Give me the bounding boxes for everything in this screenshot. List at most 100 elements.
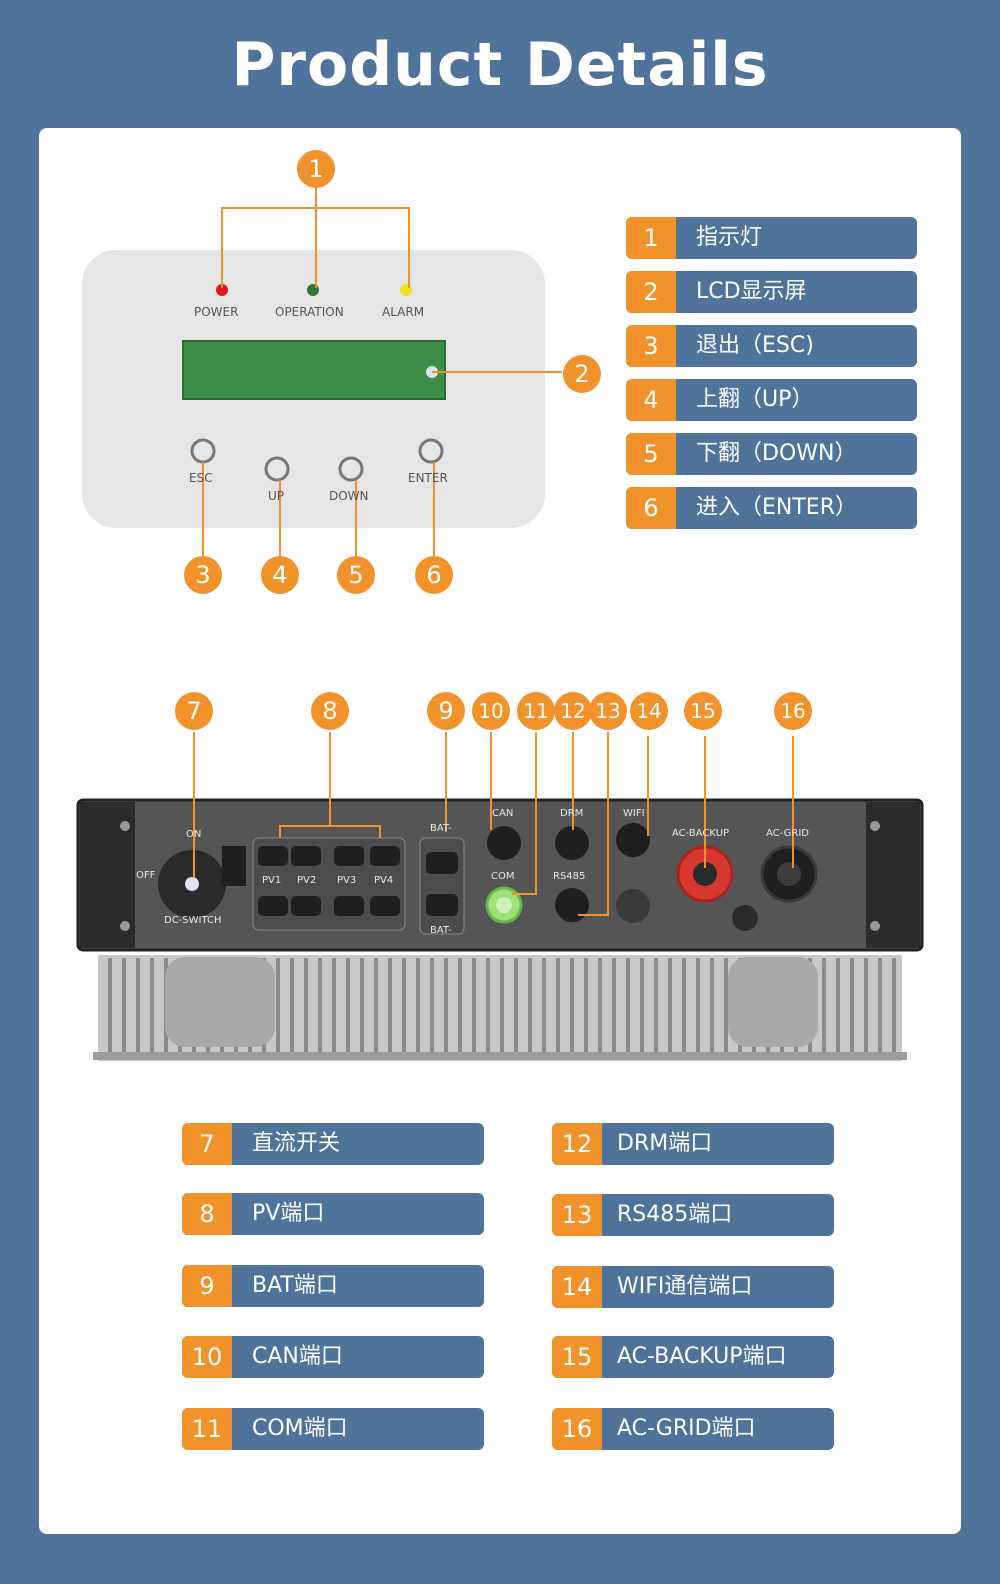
ac-grid-label: AC-GRID <box>766 828 809 839</box>
badge-6: 6 <box>415 556 453 594</box>
up-button[interactable] <box>264 456 290 482</box>
down-button[interactable] <box>338 456 364 482</box>
legend-number: 14 <box>552 1266 602 1308</box>
panel-legend-item: 6 进入（ENTER） <box>626 487 917 529</box>
device-legend-item: 7 直流开关 <box>182 1123 484 1165</box>
legend-number: 7 <box>182 1123 232 1165</box>
legend-label: DRM端口 <box>617 1131 713 1156</box>
badge-7: 7 <box>175 692 213 730</box>
com-label: COM <box>491 871 515 882</box>
legend-label: CAN端口 <box>252 1344 343 1369</box>
rs485-label: RS485 <box>553 871 586 882</box>
legend-label: BAT端口 <box>252 1273 338 1298</box>
up-label: UP <box>268 489 285 503</box>
alarm-led <box>400 284 412 296</box>
panel-legend-item: 1 指示灯 <box>626 217 917 259</box>
power-label: POWER <box>194 305 239 319</box>
device-legend-item: 12 DRM端口 <box>552 1123 834 1165</box>
device-legend-item: 15 AC-BACKUP端口 <box>552 1336 834 1378</box>
badge-5: 5 <box>337 556 375 594</box>
dc-switch-label: DC-SWITCH <box>164 915 222 926</box>
badge-1: 1 <box>297 150 335 188</box>
legend-number: 1 <box>626 217 676 259</box>
device-leader-lines <box>193 732 794 916</box>
legend-label: AC-GRID端口 <box>617 1416 756 1441</box>
legend-label: 指示灯 <box>696 225 763 250</box>
power-led <box>216 284 228 296</box>
vent-plug <box>732 905 758 931</box>
wifi-label: WIFI <box>623 808 645 819</box>
badge-16: 16 <box>774 692 812 730</box>
wifi-port[interactable] <box>616 823 650 857</box>
rs485-port[interactable] <box>555 888 589 922</box>
legend-label: 进入（ENTER） <box>696 495 857 520</box>
badge-14: 14 <box>630 692 668 730</box>
can-port[interactable] <box>487 826 521 860</box>
panel-legend-item: 2 LCD显示屏 <box>626 271 917 313</box>
enter-label: ENTER <box>408 471 448 485</box>
legend-number: 8 <box>182 1193 232 1235</box>
drm-port[interactable] <box>555 826 589 860</box>
badge-2: 2 <box>563 355 601 393</box>
legend-label: AC-BACKUP端口 <box>617 1344 787 1369</box>
can-label: CAN <box>492 808 514 819</box>
badge-3: 3 <box>184 556 222 594</box>
operation-label: OPERATION <box>275 305 344 319</box>
badge-9: 9 <box>427 692 465 730</box>
legend-label: 下翻（DOWN） <box>696 441 857 466</box>
panel-leader-lines <box>202 188 562 556</box>
badge-15: 15 <box>684 692 722 730</box>
legend-label: RS485端口 <box>617 1202 733 1227</box>
drm-label: DRM <box>560 808 584 819</box>
ac-backup-label: AC-BACKUP <box>672 828 730 839</box>
bat-bottom-label: BAT- <box>430 925 452 936</box>
legend-label: 直流开关 <box>252 1131 341 1156</box>
legend-label: PV端口 <box>252 1201 325 1226</box>
on-label: ON <box>186 829 202 840</box>
pv4-label: PV4 <box>374 875 394 886</box>
lcd-screen <box>182 340 446 400</box>
badge-12: 12 <box>554 692 592 730</box>
page-title: Product Details <box>231 30 769 100</box>
pv-connectors <box>258 846 400 916</box>
pv2-label: PV2 <box>297 875 317 886</box>
legend-number: 13 <box>552 1194 602 1236</box>
legend-number: 15 <box>552 1336 602 1378</box>
device-legend-item: 16 AC-GRID端口 <box>552 1408 834 1450</box>
device-legend-item: 14 WIFI通信端口 <box>552 1266 834 1308</box>
device-legend-item: 8 PV端口 <box>182 1193 484 1235</box>
badge-8: 8 <box>311 692 349 730</box>
pv1-label: PV1 <box>262 875 282 886</box>
down-label: DOWN <box>329 489 369 503</box>
legend-number: 4 <box>626 379 676 421</box>
off-label: OFF <box>136 870 156 881</box>
device-legend-item: 13 RS485端口 <box>552 1194 834 1236</box>
legend-label: 退出（ESC) <box>696 333 814 358</box>
badge-10: 10 <box>472 692 510 730</box>
legend-number: 16 <box>552 1408 602 1450</box>
bat-top-label: BAT- <box>430 823 452 834</box>
pv3-label: PV3 <box>337 875 357 886</box>
heatsink <box>93 955 907 1061</box>
legend-label: LCD显示屏 <box>696 279 807 304</box>
legend-number: 12 <box>552 1123 602 1165</box>
legend-number: 2 <box>626 271 676 313</box>
badge-13: 13 <box>589 692 627 730</box>
panel-legend-item: 5 下翻（DOWN） <box>626 433 917 475</box>
legend-number: 11 <box>182 1408 232 1450</box>
legend-label: WIFI通信端口 <box>617 1274 753 1299</box>
badge-11: 11 <box>517 692 555 730</box>
panel-legend-item: 4 上翻（UP） <box>626 379 917 421</box>
legend-number: 6 <box>626 487 676 529</box>
enter-button[interactable] <box>418 438 444 464</box>
blank-plug <box>616 889 650 923</box>
legend-number: 5 <box>626 433 676 475</box>
legend-label: 上翻（UP） <box>696 387 814 412</box>
esc-label: ESC <box>189 471 213 485</box>
badge-4: 4 <box>261 556 299 594</box>
